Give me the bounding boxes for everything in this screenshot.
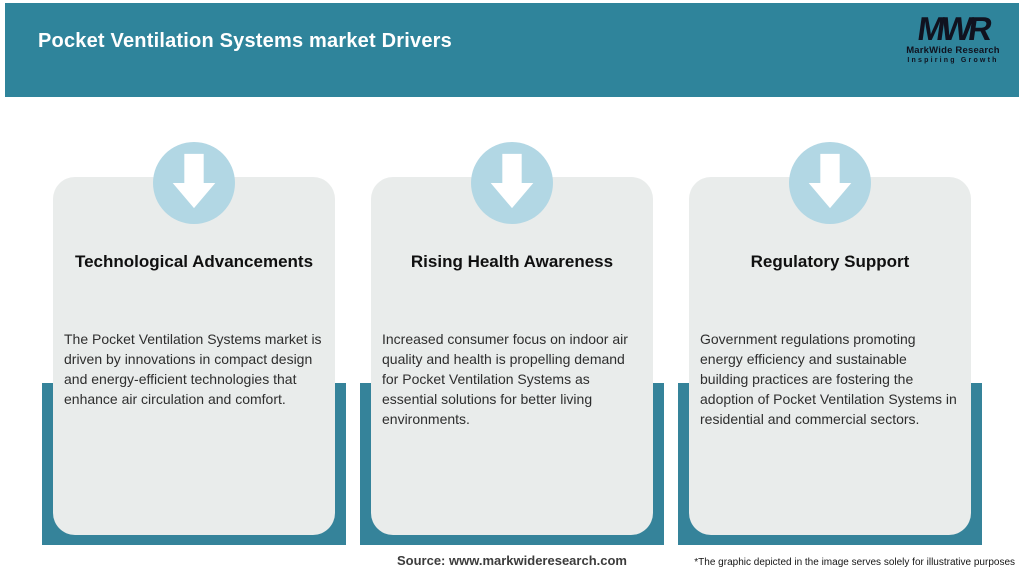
logo-tagline: Inspiring Growth: [907, 57, 999, 64]
card-title: Technological Advancements: [74, 252, 314, 271]
down-arrow-icon: [488, 153, 536, 212]
circle-badge: [789, 142, 871, 224]
down-arrow-icon: [806, 153, 854, 212]
disclaimer-note: *The graphic depicted in the image serve…: [694, 557, 1015, 568]
circle-badge: [471, 142, 553, 224]
card-body-text: Government regulations promoting energy …: [700, 331, 957, 427]
down-arrow-icon: [170, 153, 218, 212]
card-title: Regulatory Support: [750, 252, 910, 271]
card-title: Rising Health Awareness: [410, 252, 614, 271]
driver-card-technological-advancements: Technological Advancements The Pocket Ve…: [53, 177, 335, 535]
driver-card-regulatory-support: Regulatory Support Government regulation…: [689, 177, 971, 535]
card-body-text: The Pocket Ventilation Systems market is…: [64, 331, 322, 407]
header-bar: Pocket Ventilation Systems market Driver…: [5, 3, 1019, 97]
logo-name: MarkWide Research: [906, 45, 1000, 56]
source-attribution: Source: www.markwideresearch.com: [396, 553, 627, 568]
driver-card-rising-health-awareness: Rising Health Awareness Increased consum…: [371, 177, 653, 535]
page-title: Pocket Ventilation Systems market Driver…: [38, 30, 452, 52]
card-body-text: Increased consumer focus on indoor air q…: [382, 331, 628, 427]
markwide-logo: MWR MarkWide Research Inspiring Growth: [898, 10, 1008, 65]
circle-badge: [153, 142, 235, 224]
mwr-logo-icon: MWR: [915, 10, 991, 47]
